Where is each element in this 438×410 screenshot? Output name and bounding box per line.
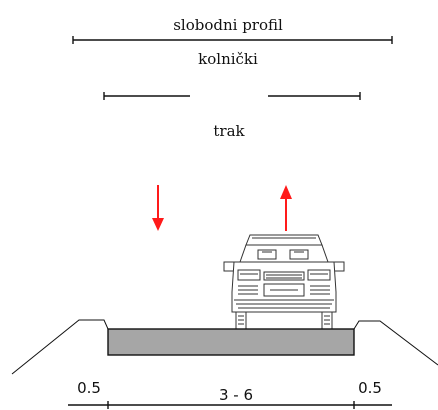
down-arrow-icon (152, 185, 164, 231)
up-arrow-icon (280, 185, 292, 231)
bottom-dimension: 0.5 3 - 6 0.5 (68, 379, 392, 409)
road-cross-section (11, 319, 438, 375)
left-shoulder-width: 0.5 (77, 379, 101, 397)
clearance-profile-dimension: slobodni profil (72, 16, 393, 44)
car-front-icon (223, 234, 345, 330)
lane-width: 3 - 6 (219, 386, 253, 404)
lane-label: trak (213, 122, 245, 140)
carriageway-label: kolnički (198, 50, 258, 68)
left-embankment (11, 319, 109, 375)
lane-dimension (103, 92, 361, 100)
clearance-profile-label: slobodni profil (173, 16, 283, 34)
pavement-slab (107, 328, 355, 356)
right-embankment (353, 320, 438, 366)
right-shoulder-width: 0.5 (358, 379, 382, 397)
